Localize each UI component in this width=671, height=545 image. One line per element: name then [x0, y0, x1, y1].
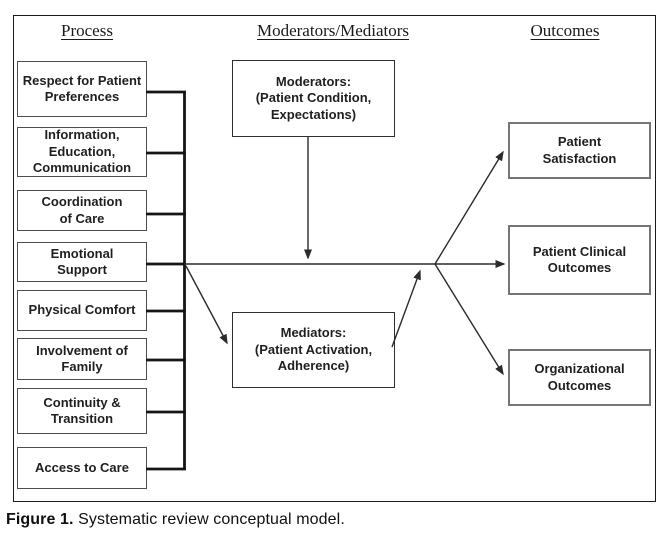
process-column-header: Process — [61, 21, 113, 40]
process-box-physical-comfort: Physical Comfort — [17, 290, 147, 331]
figure-caption-label: Figure 1. — [6, 511, 74, 528]
moderators-mediators-column-header: Moderators/Mediators — [256, 21, 410, 40]
outcome-box-patient-satisfaction: Patient Satisfaction — [508, 122, 651, 179]
process-box-emotional-support: Emotional Support — [17, 242, 147, 282]
process-box-involvement-of-family: Involvement of Family — [17, 338, 147, 380]
process-box-respect-for-patient-preferences: Respect for Patient Preferences — [17, 61, 147, 117]
figure-caption: Figure 1. Systematic review conceptual m… — [6, 511, 345, 529]
mediators-box: Mediators: (Patient Activation, Adherenc… — [232, 312, 395, 388]
process-box-continuity-and-transition: Continuity & Transition — [17, 388, 147, 434]
process-box-coordination-of-care: Coordination of Care — [17, 190, 147, 231]
outcome-box-organizational-outcomes: Organizational Outcomes — [508, 349, 651, 406]
outcome-box-patient-clinical-outcomes: Patient Clinical Outcomes — [508, 225, 651, 295]
process-box-information-education-communication: Information, Education, Communication — [17, 127, 147, 177]
moderators-box: Moderators: (Patient Condition, Expectat… — [232, 60, 395, 137]
outcomes-column-header: Outcomes — [530, 21, 600, 40]
figure-caption-text: Systematic review conceptual model. — [73, 511, 345, 528]
process-box-access-to-care: Access to Care — [17, 447, 147, 489]
